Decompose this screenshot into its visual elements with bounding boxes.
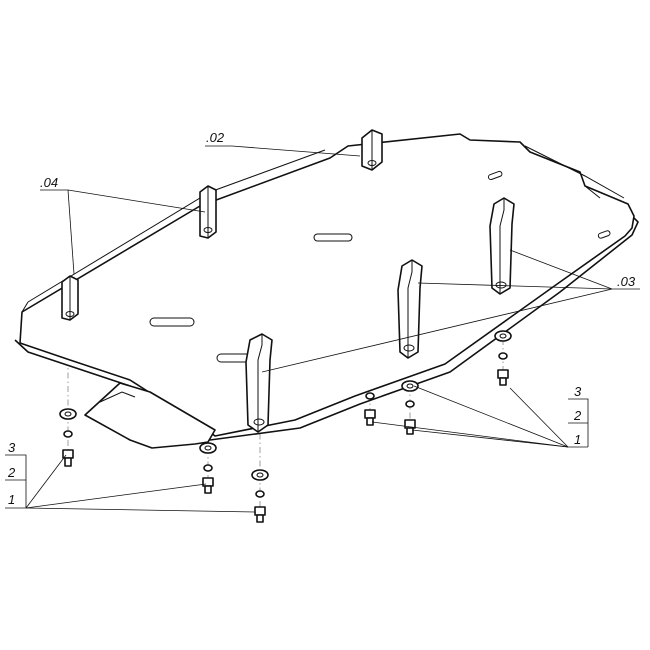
- left-stack-label-2: 2: [7, 465, 16, 480]
- bracket-04-right: [199, 185, 217, 239]
- bracket-02: [361, 129, 383, 171]
- fastener-right-1: [364, 392, 376, 426]
- callout-04: .04: [40, 175, 58, 190]
- right-stack-label-1: 1: [574, 432, 581, 447]
- left-stack-label-1: 1: [8, 492, 15, 507]
- fastener-right-3: [494, 330, 512, 386]
- bracket-03-rear: [489, 197, 515, 295]
- fastener-left-2: [199, 442, 217, 494]
- right-stack-label-3: 3: [574, 384, 582, 399]
- skid-plate: [14, 133, 639, 449]
- bracket-04-left: [61, 275, 79, 321]
- leader-lines: [5, 145, 640, 513]
- callout-03: .03: [617, 274, 636, 289]
- bracket-03-front: [245, 333, 273, 433]
- fastener-right-2: [401, 380, 419, 435]
- bracket-03-middle: [397, 259, 423, 359]
- fastener-left-1: [59, 408, 77, 467]
- right-stack-label-2: 2: [573, 408, 582, 423]
- fastener-left-3: [251, 469, 269, 523]
- left-stack-label-3: 3: [8, 440, 16, 455]
- callout-02: .02: [206, 130, 225, 145]
